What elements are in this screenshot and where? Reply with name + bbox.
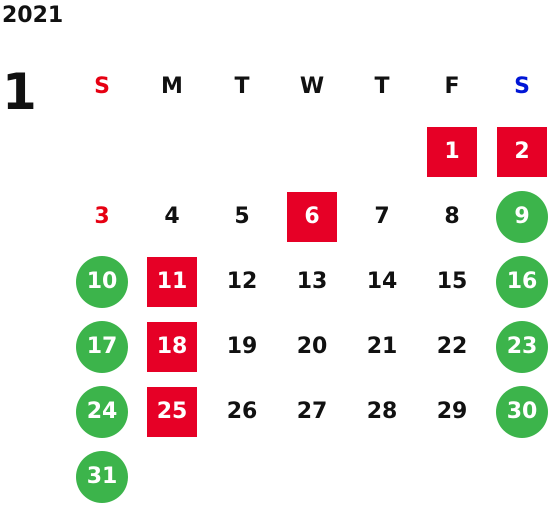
day-number: 10 [86,269,118,294]
day-cell: 4 [137,184,207,249]
day-number: 3 [94,204,110,229]
day-number: 28 [366,399,398,424]
day-cell: 1 [417,119,487,184]
day-cell: 29 [417,379,487,444]
day-number: 5 [234,204,250,229]
day-cell: 28 [347,379,417,444]
day-cell: 18 [137,314,207,379]
day-number: 22 [436,334,468,359]
weekday-monday: M [161,74,183,99]
day-number: 14 [366,269,398,294]
day-cell: 30 [487,379,548,444]
day-cell: 26 [207,379,277,444]
day-number: 6 [304,204,320,229]
day-number: 27 [296,399,328,424]
weekday-thursday: T [374,74,390,99]
day-number: 29 [436,399,468,424]
day-number: 12 [226,269,258,294]
day-number: 8 [444,204,460,229]
day-cell: 31 [67,444,137,509]
day-cell: 14 [347,249,417,314]
weekday-saturday: S [514,74,530,99]
day-number: 21 [366,334,398,359]
day-number: 19 [226,334,258,359]
day-cell: 12 [207,249,277,314]
day-cell: 13 [277,249,347,314]
day-number: 15 [436,269,468,294]
day-number: 1 [444,139,460,164]
day-cell: 24 [67,379,137,444]
day-number: 17 [86,334,118,359]
day-number: 7 [374,204,390,229]
weekday-tuesday: T [234,74,250,99]
day-number: 9 [514,204,530,229]
day-cell: 9 [487,184,548,249]
day-number: 18 [156,334,188,359]
year-label: 2021 [2,3,64,28]
day-number: 25 [156,399,188,424]
month-number: 1 [2,63,37,121]
day-number: 11 [156,269,188,294]
day-cell: 17 [67,314,137,379]
day-number: 20 [296,334,328,359]
day-cell: 6 [277,184,347,249]
day-cell: 15 [417,249,487,314]
day-cell: 10 [67,249,137,314]
day-cell: 21 [347,314,417,379]
day-number: 26 [226,399,258,424]
weekday-sunday: S [94,74,110,99]
day-number: 23 [506,334,538,359]
day-cell: 7 [347,184,417,249]
day-number: 31 [86,464,118,489]
day-number: 2 [514,139,530,164]
day-cell: 5 [207,184,277,249]
day-cell: 22 [417,314,487,379]
day-cell: 3 [67,184,137,249]
day-cell: 20 [277,314,347,379]
day-cell: 25 [137,379,207,444]
day-cell: 11 [137,249,207,314]
day-number: 30 [506,399,538,424]
day-number: 16 [506,269,538,294]
day-cell: 8 [417,184,487,249]
day-cell: 2 [487,119,548,184]
day-number: 24 [86,399,118,424]
day-number: 4 [164,204,180,229]
weekday-wednesday: W [299,74,325,99]
calendar-grid: S M T W T F S 1 2 3 4 5 6 7 8 9 10 11 12… [67,54,548,503]
day-number: 13 [296,269,328,294]
day-cell: 27 [277,379,347,444]
day-cell: 19 [207,314,277,379]
day-cell: 16 [487,249,548,314]
weekday-friday: F [444,74,460,99]
day-cell: 23 [487,314,548,379]
